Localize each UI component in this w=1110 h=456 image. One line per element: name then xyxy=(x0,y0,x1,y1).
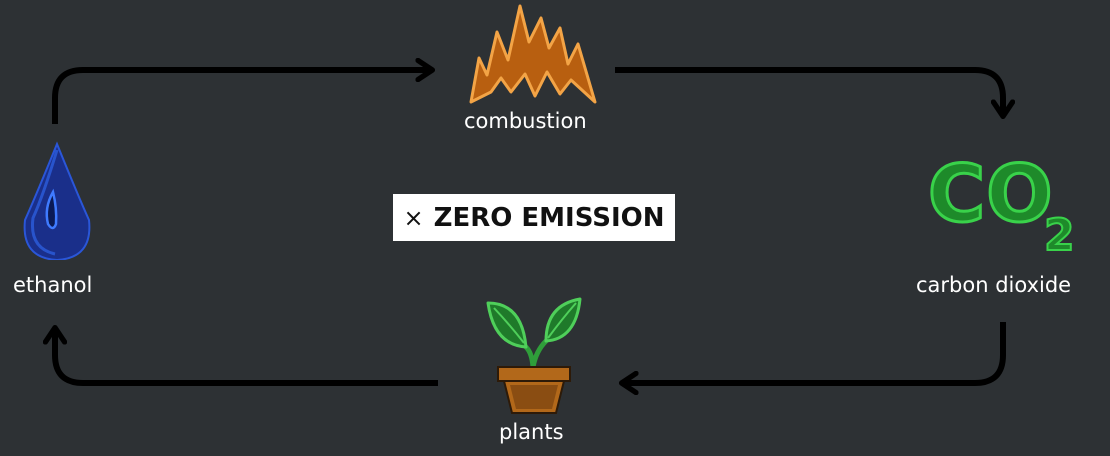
carbon-dioxide-label: carbon dioxide xyxy=(916,273,1072,297)
plants-label: plants xyxy=(499,420,564,444)
arrow-co2-to-plants xyxy=(624,322,1006,383)
pot-rim xyxy=(497,366,571,382)
arrow-plants-to-ethanol xyxy=(55,330,438,386)
left-leaf xyxy=(486,301,528,349)
fire-icon xyxy=(469,4,597,104)
combustion-label: combustion xyxy=(464,109,587,133)
arrow-combustion-to-co2 xyxy=(615,67,1003,114)
co2-icon: CO 2 xyxy=(927,149,1098,263)
zero-emission-badge: × ZERO EMISSION xyxy=(393,194,675,241)
arrow-ethanol-to-combustion xyxy=(52,70,430,124)
drop-highlight xyxy=(45,188,58,230)
co2-formula-main: CO xyxy=(927,149,1055,242)
zero-emission-text: ZERO EMISSION xyxy=(433,202,665,233)
ethanol-label: ethanol xyxy=(13,273,93,297)
potted-plant-icon xyxy=(486,297,582,414)
drop-icon xyxy=(23,141,91,260)
cross-icon: × xyxy=(403,203,424,232)
co2-formula-sub: 2 xyxy=(1043,209,1076,262)
